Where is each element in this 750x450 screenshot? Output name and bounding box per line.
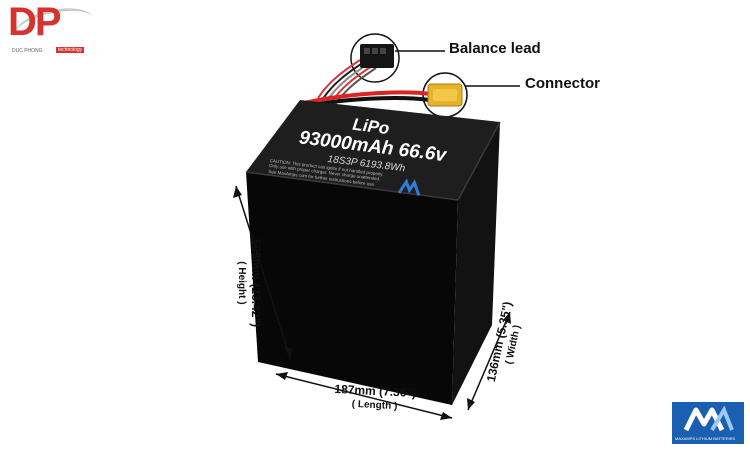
logo-letters: DP <box>8 0 62 44</box>
length-value: 187mm (7.36") <box>334 381 417 401</box>
label-ma-emblem <box>397 178 421 196</box>
height-dimension-label: 595mm (23.42") ( Height ) <box>235 208 265 358</box>
battery-front-face <box>246 172 458 405</box>
width-arrow <box>467 311 511 411</box>
height-value: 595mm (23.42") <box>248 238 263 328</box>
balance-lead-plug <box>360 44 394 68</box>
height-arrow <box>233 185 293 359</box>
dp-logo: DP DUC PHONG technology <box>8 0 98 58</box>
label-chemistry: LiPo <box>352 115 391 138</box>
height-caption: ( Height ) <box>235 261 247 305</box>
battery-side-face <box>452 122 500 405</box>
battery-top-face <box>246 100 500 200</box>
length-arrow <box>275 372 453 420</box>
logo-subtitle: DUC PHONG <box>12 48 43 54</box>
balance-lead-circle <box>350 33 400 83</box>
balance-lead-callout: Balance lead <box>449 40 541 57</box>
logo-badge: technology <box>56 47 85 53</box>
connector-callout: Connector <box>525 75 600 92</box>
maxamps-logo: MAXAMPS LITHIUM BATTERIES <box>672 402 744 444</box>
maxamps-emblem-icon <box>683 405 734 432</box>
main-connector <box>427 83 463 107</box>
maxamps-subtitle: MAXAMPS LITHIUM BATTERIES <box>675 436 736 441</box>
